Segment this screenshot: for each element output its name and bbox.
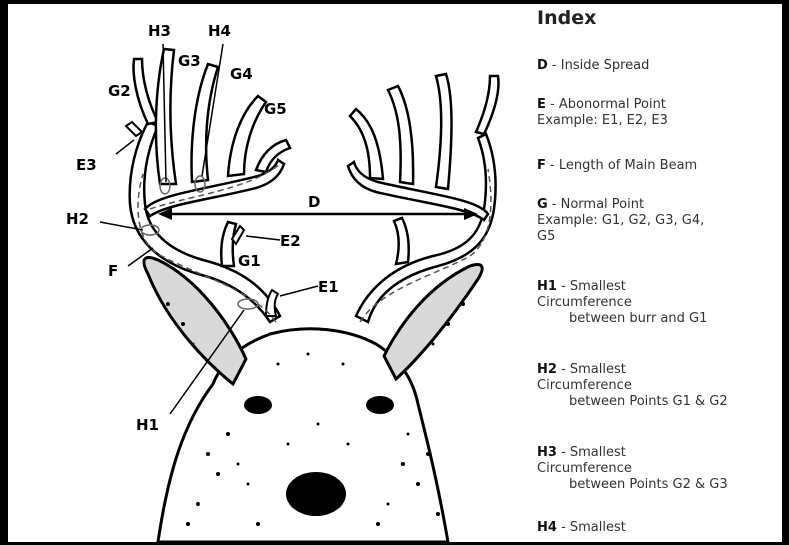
nose: [286, 472, 346, 516]
right-tine-1: [476, 76, 498, 134]
index-entry-h4: H4 - Smallest: [537, 520, 782, 536]
left-tine-g1: [221, 222, 236, 266]
right-eye: [366, 396, 394, 414]
index-legend: Index D - Inside Spread E - Abonormal Po…: [528, 4, 782, 542]
abnormal-point-e3: [126, 122, 142, 136]
left-tine-g2: [134, 59, 158, 124]
label-d: D: [308, 193, 320, 211]
left-tine-g4: [192, 64, 218, 182]
label-e2: E2: [280, 232, 301, 250]
index-entry-e: E - Abonormal Point Example: E1, E2, E3: [537, 97, 782, 129]
index-entry-h2: H2 - Smallest Circumference between Poin…: [537, 362, 782, 410]
label-g5: G5: [264, 100, 287, 118]
label-e1: E1: [318, 278, 339, 296]
deer-head-illustration: H3 H4 G3 G4 G2 G5 E3 D H2 E2 F G1 E1 H1: [8, 4, 528, 542]
index-entry-h3: H3 - Smallest Circumference between Poin…: [537, 445, 782, 493]
right-tine-3: [388, 86, 413, 184]
index-entry-f: F - Length of Main Beam: [537, 158, 782, 174]
label-h1: H1: [136, 416, 159, 434]
index-entry-g: G - Normal Point Example: G1, G2, G3, G4…: [537, 197, 782, 245]
index-heading: Index: [537, 10, 596, 26]
label-g3: G3: [178, 52, 201, 70]
label-h4: H4: [208, 22, 231, 40]
left-eye: [244, 396, 272, 414]
right-tine-2: [436, 74, 452, 189]
label-g2: G2: [108, 82, 131, 100]
index-entry-h1: H1 - Smallest Circumference between burr…: [537, 279, 782, 327]
deer-antler-diagram-figure: H3 H4 G3 G4 G2 G5 E3 D H2 E2 F G1 E1 H1 …: [8, 4, 782, 542]
label-f: F: [108, 262, 118, 280]
label-e3: E3: [76, 156, 97, 174]
label-g1: G1: [238, 252, 261, 270]
right-tine-g1: [394, 218, 409, 264]
index-entry-d: D - Inside Spread: [537, 58, 782, 74]
label-g4: G4: [230, 65, 253, 83]
label-h3: H3: [148, 22, 171, 40]
label-h2: H2: [66, 210, 89, 228]
